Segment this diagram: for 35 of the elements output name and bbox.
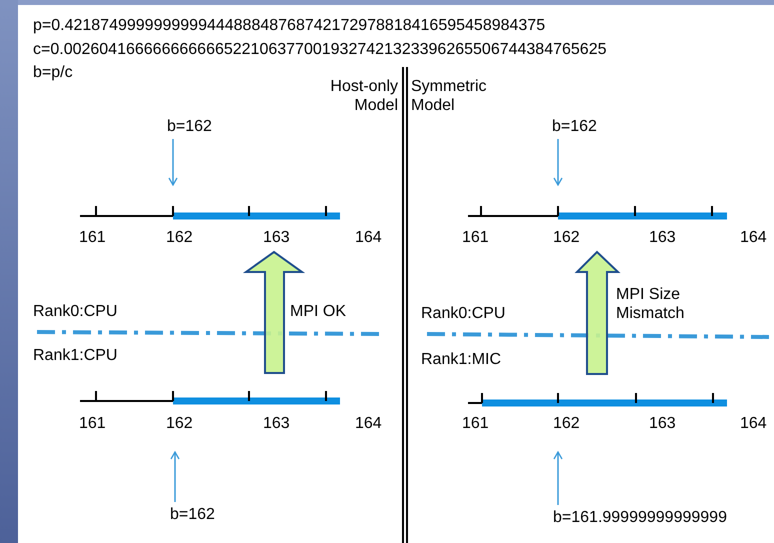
- tick-label: 163: [649, 414, 676, 433]
- formula: p=0.421874999999999944488848768742172978818416595458984375: [33, 16, 546, 35]
- tick-label: 162: [553, 414, 580, 433]
- rank-label: Rank0:CPU: [421, 304, 506, 323]
- value-label: b=162: [170, 505, 215, 524]
- value-label: b=162: [552, 117, 597, 136]
- arrow: [553, 139, 563, 186]
- formula: b=p/c: [33, 63, 73, 82]
- tick-label: 161: [79, 228, 106, 247]
- rank-label: Rank0:CPU: [33, 302, 118, 321]
- tick-label: 161: [462, 228, 489, 247]
- rank-label: Rank1:CPU: [33, 346, 118, 365]
- tick-label: 162: [166, 414, 193, 433]
- arrow: [553, 451, 563, 505]
- tick-label: 164: [740, 414, 767, 433]
- status-label: MPI OK: [290, 302, 346, 321]
- status-label: MPI Size Mismatch: [616, 285, 686, 323]
- arrow: [170, 451, 180, 502]
- tick-label: 163: [649, 228, 676, 247]
- tick-label: 162: [166, 228, 193, 247]
- arrow: [168, 139, 178, 186]
- tick-label: 164: [740, 228, 767, 247]
- tick-label: 163: [263, 414, 290, 433]
- value-label: b=162: [167, 117, 212, 136]
- tick-label: 161: [462, 414, 489, 433]
- rank-label: Rank1:MIC: [421, 350, 502, 369]
- tick-label: 161: [79, 414, 106, 433]
- tick-label: 164: [355, 414, 382, 433]
- tick-label: 163: [263, 228, 290, 247]
- value-label: b=161.99999999999999: [553, 508, 727, 527]
- model-heading: Host-only Model: [329, 77, 398, 115]
- tick-label: 164: [355, 228, 382, 247]
- formula: c=0.0026041666666666665221063770019327421323396265506744384765625: [33, 40, 606, 59]
- tick-label: 162: [553, 228, 580, 247]
- model-heading: Symmetric Model: [411, 77, 488, 115]
